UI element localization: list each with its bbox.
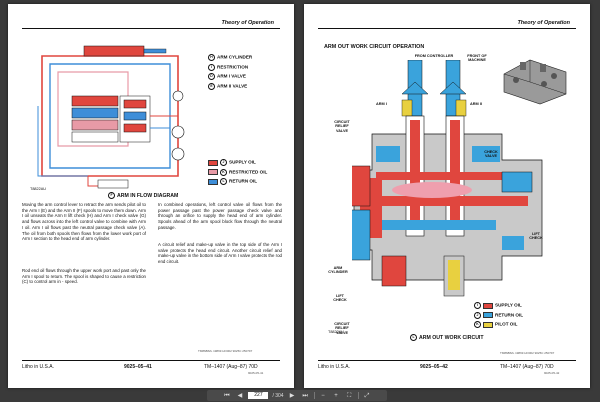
legend-label: SUPPLY OIL [229, 159, 256, 165]
total-pages: / 304 [272, 392, 284, 399]
section-title: ARM OUT WORK CIRCUIT OPERATION [324, 44, 425, 50]
label-circuit-relief-top: CIRCUIT RELIEF VALVE [334, 120, 350, 133]
legend-letter: D [208, 73, 215, 80]
legend-letter: I [208, 63, 215, 71]
figure-id: T8822AV [328, 330, 344, 334]
footer-page-number: 9025–05–41 [124, 364, 152, 370]
legend-label: SUPPLY OIL [495, 302, 522, 308]
legend-letter: H [208, 54, 215, 61]
toolbar-divider [357, 392, 359, 399]
label-arm-ii: ARM II [470, 102, 482, 106]
legend-letter: K [474, 321, 481, 328]
footer-sub: 9025-05-41 [248, 371, 264, 375]
supply-oil-swatch [208, 159, 218, 166]
legend-label: RETURN OIL [229, 178, 258, 184]
header-rule [318, 28, 576, 29]
page-number-input[interactable] [248, 392, 269, 399]
body-paragraph-1: Moving the arm control lever to retract … [22, 202, 146, 242]
footer-page-number: 9025–05–42 [420, 364, 448, 370]
doc-code: TM86882L 19869 HO002 9025C 250797 [198, 349, 253, 353]
arm-in-flow-diagram [28, 36, 198, 192]
legend-label: RESTRICTED OIL [229, 169, 268, 175]
left-page: Theory of Operation [8, 4, 294, 388]
body-paragraph-2: Rod end oil flows through the upper work… [22, 268, 146, 285]
label-arm-cylinder: ARM CYLINDER [328, 266, 348, 275]
legend-item: K PILOT OIL [474, 321, 523, 328]
footer-manual-id: TM–1407 (Aug–87) 70D [204, 364, 258, 370]
page-header: Theory of Operation [517, 20, 570, 26]
caption-text: ARM IN FLOW DIAGRAM [117, 192, 179, 199]
legend-letter: J [220, 159, 227, 166]
return-oil-swatch [208, 178, 218, 185]
label-arm-i: ARM I [376, 102, 387, 106]
figure-id: T8822AU [30, 187, 47, 191]
label-front-of-machine: FRONT OF MACHINE [467, 54, 487, 63]
body-paragraph-4: A circuit relief and make-up valve in th… [158, 242, 282, 265]
legend-item: J RETURN OIL [474, 311, 524, 319]
pilot-oil-swatch [483, 321, 493, 328]
first-page-button[interactable]: ⏮ [224, 392, 230, 399]
page-navigation-toolbar: ⏮ ◀ / 304 ▶ ⏭ − + ⛶ ⤢ [207, 390, 387, 401]
footer-sub: 9025-05-42 [544, 371, 560, 375]
restricted-oil-swatch [208, 169, 218, 175]
footer-litho: Litho in U.S.A. [22, 364, 54, 370]
doc-code: TM86882L 19869 HO002 9025C 250797 [500, 351, 555, 355]
last-page-button[interactable]: ⏭ [302, 392, 308, 399]
legend-label: RESTRICTION [217, 64, 249, 70]
label-from-controller: FROM CONTROLLER [414, 54, 454, 58]
legend-label: ARM I VALVE [217, 73, 246, 79]
footer-manual-id: TM–1407 (Aug–87) 70D [500, 364, 554, 370]
valve-assembly-illustration [503, 59, 567, 105]
legend-label: ARM CYLINDER [217, 54, 253, 60]
legend-item: I SUPPLY OIL [474, 302, 523, 309]
previous-page-button[interactable]: ◀ [237, 392, 243, 399]
legend-letter: E [208, 82, 215, 90]
label-lift-check-right: LIFT CHECK [529, 232, 543, 241]
caption-letter: F [108, 192, 115, 199]
fullscreen-icon[interactable]: ⤢ [364, 392, 370, 399]
footer-litho: Litho in U.S.A. [318, 364, 350, 370]
label-circuit-relief-bottom: CIRCUIT RELIEF VALVE [334, 322, 350, 335]
next-page-button[interactable]: ▶ [289, 392, 295, 399]
legend-letter: I [474, 302, 481, 309]
return-oil-swatch [483, 312, 493, 318]
footer-rule [318, 360, 576, 361]
body-paragraph-3: In combined operations, left control val… [158, 202, 282, 230]
toolbar-divider [313, 392, 315, 399]
label-lift-check-left: LIFT CHECK [333, 294, 347, 303]
zoom-out-icon[interactable]: − [321, 392, 325, 399]
footer-rule [22, 360, 280, 361]
legend-letter: K [220, 168, 227, 176]
legend-label: PILOT OIL [495, 321, 518, 327]
legend-letter: J [474, 311, 481, 319]
page-header: Theory of Operation [221, 20, 274, 26]
header-rule [22, 28, 280, 29]
zoom-in-icon[interactable]: + [334, 392, 338, 399]
fit-page-icon[interactable]: ⛶ [346, 392, 352, 399]
label-check-valve: CHECK VALVE [484, 150, 498, 159]
legend: I SUPPLY OIL J RETURN OIL K PILOT OIL [474, 302, 523, 328]
right-page: Theory of Operation ARM OUT WORK CIRCUIT… [304, 4, 590, 388]
legend-label: ARM II VALVE [217, 83, 248, 89]
supply-oil-swatch [483, 302, 493, 309]
caption-text: ARM OUT WORK CIRCUIT [419, 334, 484, 341]
legend-label: RETURN OIL [495, 312, 524, 318]
caption-letter: L [410, 334, 417, 341]
arm-out-circuit-cutaway [352, 60, 543, 297]
legend-letter: L [220, 178, 227, 185]
